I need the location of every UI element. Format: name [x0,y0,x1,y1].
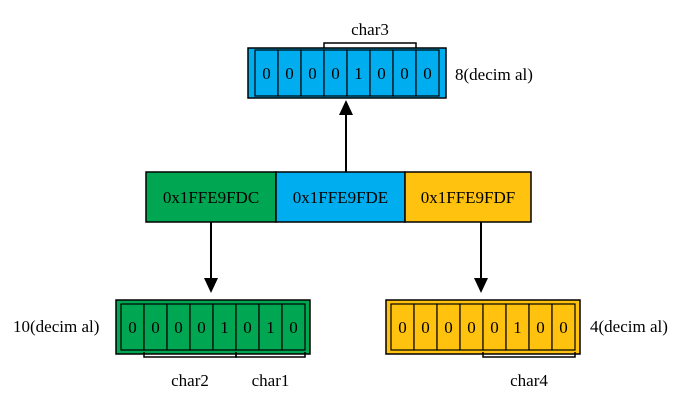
arrows [204,100,488,293]
left-register-bracket-label: char2 [171,371,209,390]
right-register-bracket-label: char4 [510,371,548,390]
address-label: 0x1FFE9FDF [421,188,515,207]
left-register-bracket-label: char1 [252,371,290,390]
top-register-bit-value: 0 [377,64,386,83]
left-register-bit-cell: 0 [281,303,306,351]
address-cell: 0x1FFE9FDE [275,171,406,223]
right-register-decimal-label: 4(decim al) [590,317,668,336]
right-register-bit-cell: 0 [482,303,507,351]
right-register-bit-cell: 0 [436,303,461,351]
top-register-bit-cell: 0 [415,49,440,97]
address-label: 0x1FFE9FDE [293,188,388,207]
right-register-bit-value: 0 [444,318,453,337]
left-register-bit-cell: 0 [120,303,145,351]
address-cell: 0x1FFE9FDF [404,171,532,223]
address-row: 0x1FFE9FDC 0x1FFE9FDE 0x1FFE9FDF [145,171,532,223]
left-register-bit-value: 0 [151,318,160,337]
left-register-bit-cell: 0 [189,303,214,351]
right-register-bracket-line [482,352,576,358]
left-register-bit-value: 1 [220,318,229,337]
top-register-bit-value: 0 [331,64,340,83]
left-register-bit-cell: 0 [166,303,191,351]
address-label: 0x1FFE9FDC [163,188,259,207]
top-register-bit-value: 0 [308,64,317,83]
right-register-bit-cell: 0 [413,303,438,351]
right-register-bit-value: 0 [421,318,430,337]
left-register-bit-value: 0 [197,318,206,337]
left-register-bit-value: 1 [266,318,275,337]
right-register-bit-value: 0 [467,318,476,337]
top-register-bracket: char3 [323,20,417,48]
right-register-bit-cell: 0 [528,303,553,351]
address-box [275,171,406,223]
top-register-bracket-label: char3 [351,20,389,39]
right-register-bit-value: 0 [398,318,407,337]
left-register-bit-cell: 0 [235,303,260,351]
left-register-bit-value: 0 [128,318,137,337]
arrow-head-down-left [204,278,218,293]
left-register-bit-value: 0 [289,318,298,337]
top-register-bit-box [415,49,440,97]
top-register-bit-value: 1 [354,64,363,83]
left-register-bit-cell: 1 [258,303,283,351]
left-register-bit-value: 0 [243,318,252,337]
left-register-decimal-label: 10(decim al) [13,317,99,336]
top-register-decimal-label: 8(decim al) [455,65,533,84]
right-register-bit-value: 0 [536,318,545,337]
top-register-bit-value: 0 [400,64,409,83]
address-cell: 0x1FFE9FDC [145,171,277,223]
arrow-head-up [339,100,353,115]
arrow-head-down-right [474,278,488,293]
left-register-bracket-line [235,352,306,358]
top-register-bracket-line [323,42,417,48]
right-register-bit-cell: 0 [390,303,415,351]
top-register-bit-cell: 0 [300,49,325,97]
right-register-bit-value: 1 [513,318,522,337]
right-register-bit-box [551,303,576,351]
left-register-bracket: char1 [235,352,306,390]
left-register-bit-cell: 1 [212,303,237,351]
right-register-bracket: char4 [482,352,576,390]
right-register-bit-cell: 1 [505,303,530,351]
left-register-bit-value: 0 [174,318,183,337]
top-register-bit-value: 0 [285,64,294,83]
top-register-bit-cell: 0 [277,49,302,97]
left-register-bracket: char2 [143,352,237,390]
top-register-bit-cell: 0 [254,49,279,97]
left-register-bit-cell: 0 [143,303,168,351]
top-register-bit-value: 0 [262,64,271,83]
top-register-bit-cell: 0 [323,49,348,97]
right-register-bit-value: 0 [490,318,499,337]
right-register-bit-value: 0 [559,318,568,337]
left-register-bit-box [281,303,306,351]
address-box [404,171,532,223]
top-register-bit-cell: 0 [369,49,394,97]
top-register-bit-cell: 0 [392,49,417,97]
top-register-bit-cell: 1 [346,49,371,97]
right-register-bit-cell: 0 [551,303,576,351]
top-register-bit-value: 0 [423,64,432,83]
right-register-bit-cell: 0 [459,303,484,351]
